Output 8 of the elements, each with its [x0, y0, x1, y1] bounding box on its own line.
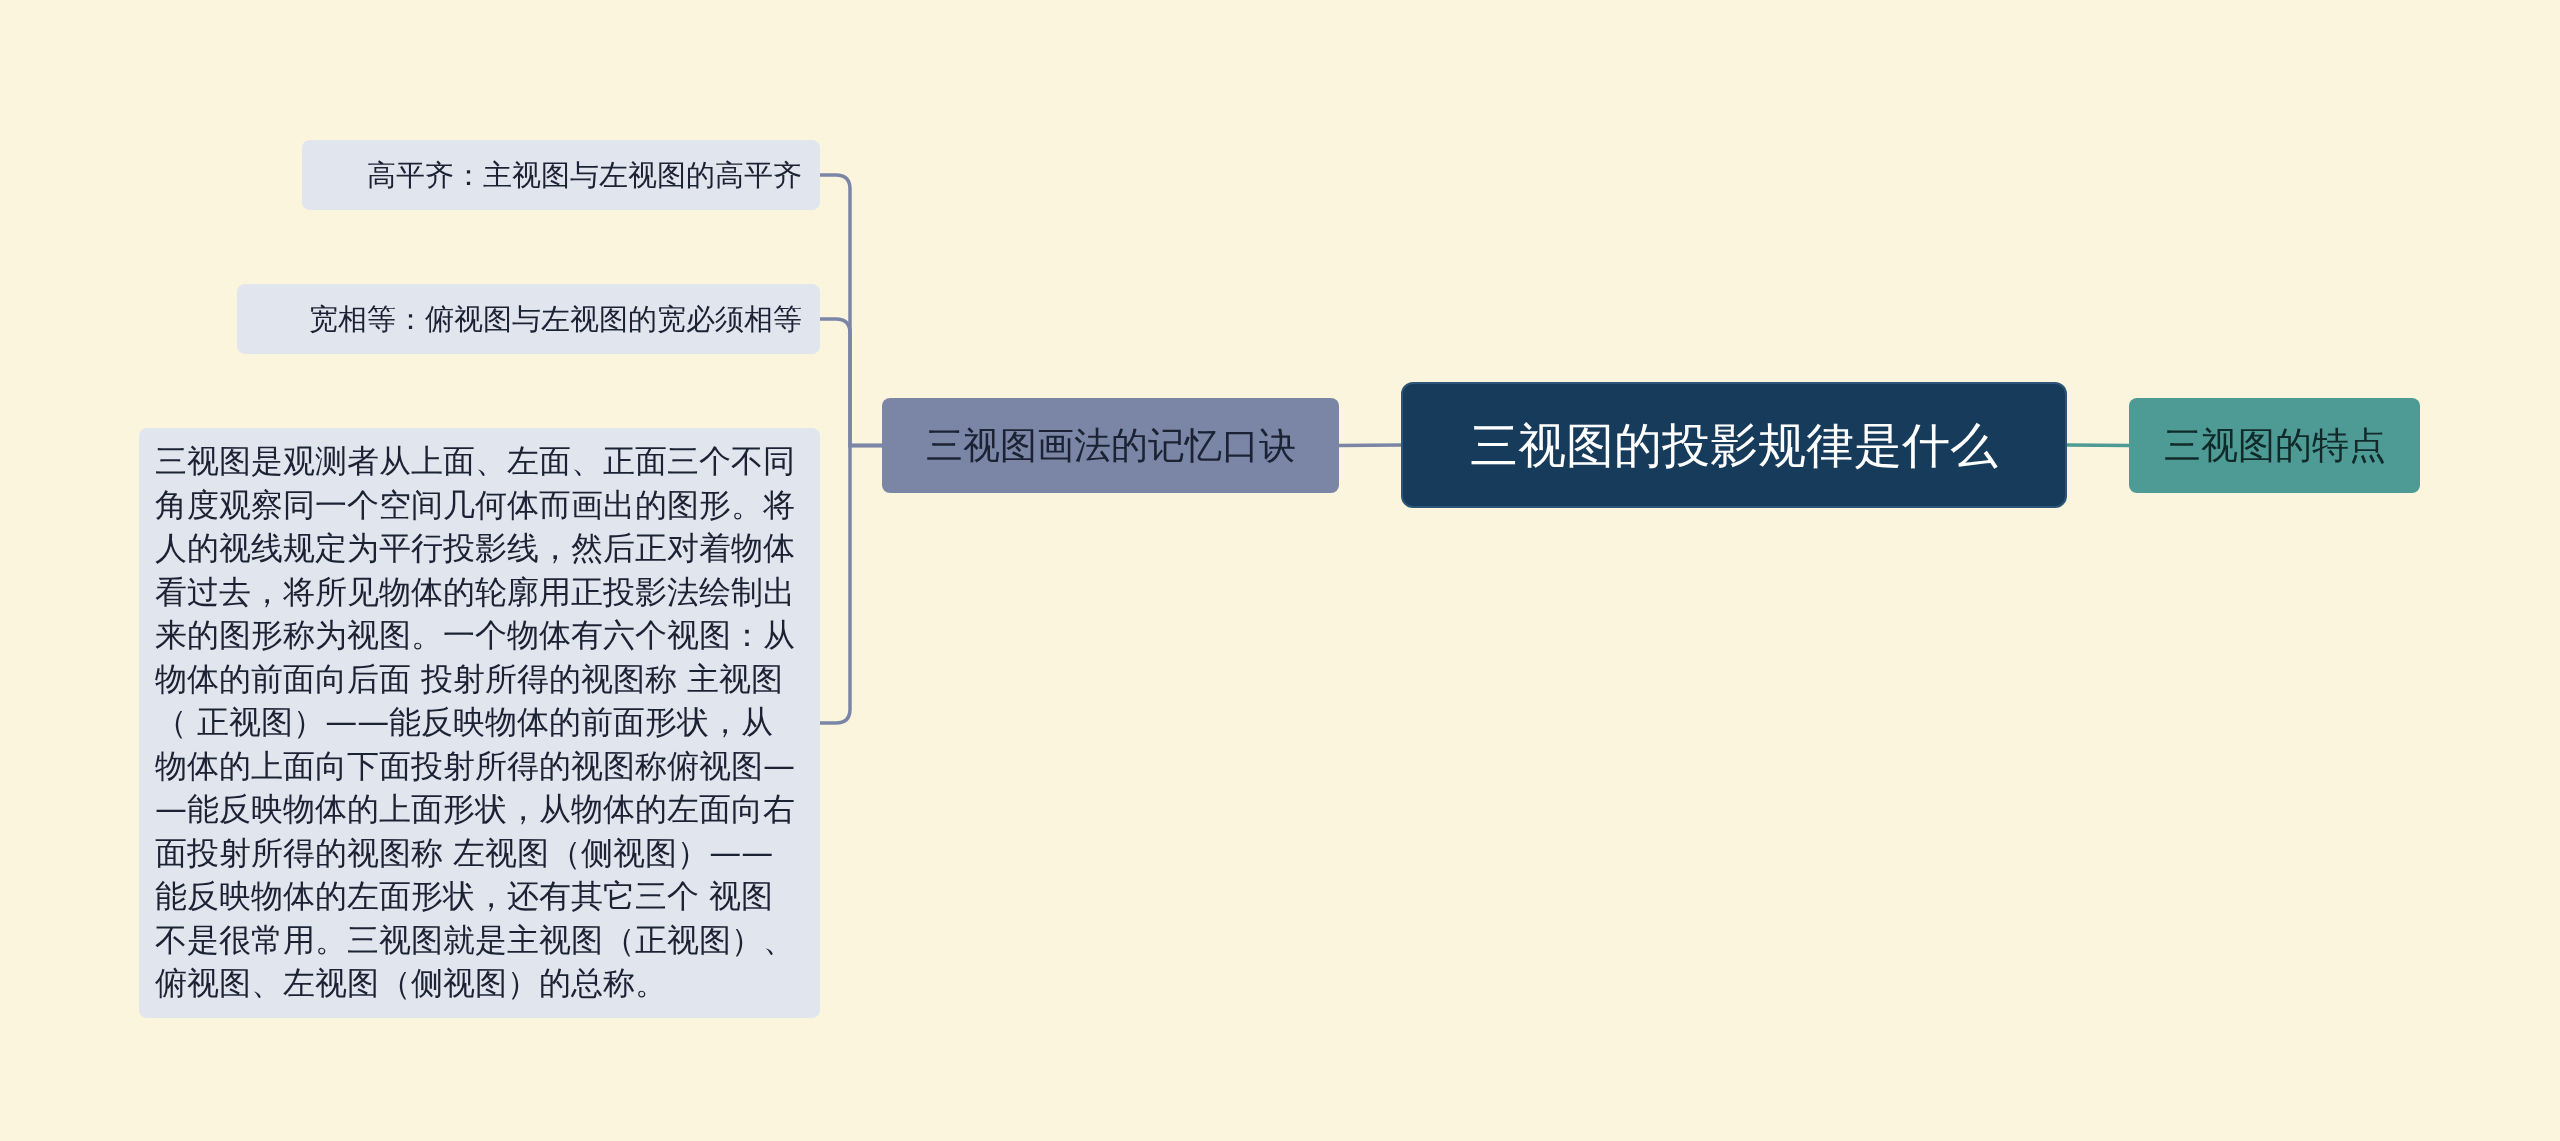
leaf-topic-box: 高平齐：主视图与左视图的高平齐 [302, 140, 820, 210]
connector-line [1339, 443, 1401, 448]
branch-topic-box: 三视图的特点 [2129, 398, 2420, 493]
leaf-topic-box: 宽相等：俯视图与左视图的宽必须相等 [237, 284, 820, 354]
note-box: 三视图是观测者从上面、左面、正面三个不同角度观察同一个空间几何体而画出的图形。将人的视线规定为平行投影线，然后正对着物体看过去，将所见物体的轮廓用正投影法绘制出来的图形称为视图。一个物体有六个视图：从物体的前面向后面 投射所得的视图称 主视图（ 正视图）——能反映物体的前面形状，从物体的上面向下面投射所得的视图称俯视图——能反映物体的上面形状，从物体的左面向右面投射所得的视图称 左视图（侧视图）——能反映物体的左面形状，还有其它三个 视图不是很常用。三视图就是主视图（正视图）、俯视图、左视图（侧视图）的总称。 [139, 428, 820, 1018]
branch-topic-box: 三视图画法的记忆口诀 [882, 398, 1339, 493]
root-topic-box: 三视图的投影规律是什么 [1401, 382, 2067, 508]
connector-line [2067, 443, 2129, 448]
